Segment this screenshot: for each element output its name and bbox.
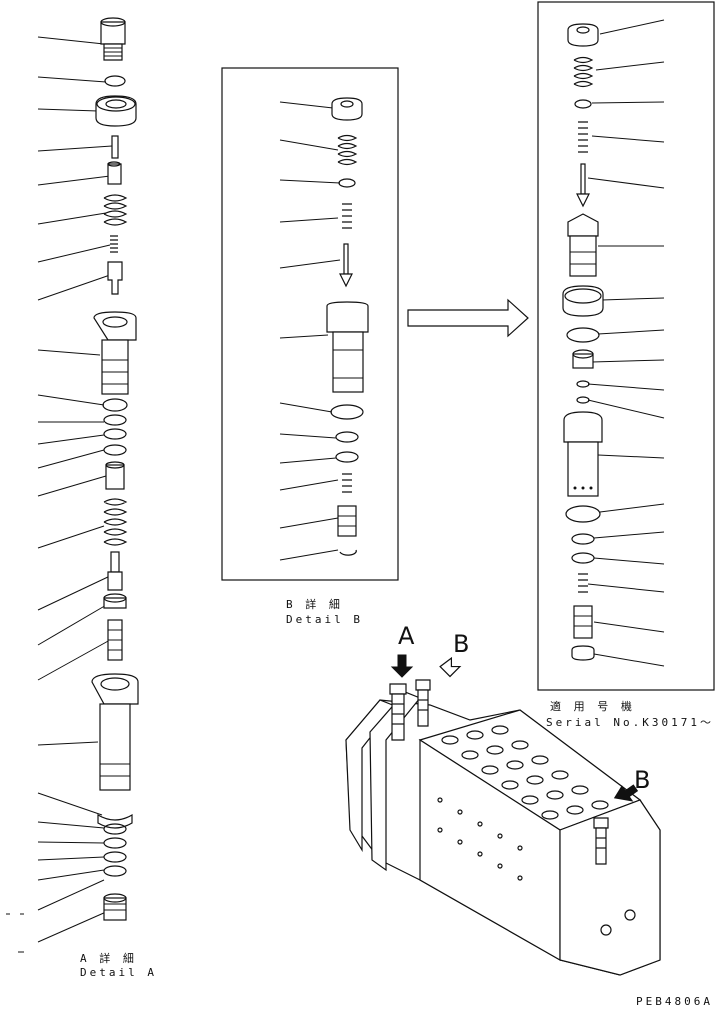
- detail-b-title: B 詳 細: [286, 598, 343, 611]
- transition-arrow: [407, 298, 529, 338]
- arrow-a-icon: [390, 654, 414, 678]
- callout-b2-label: B: [634, 766, 651, 794]
- detail-b-leaders: [279, 101, 341, 561]
- detail-a-caption: Detail A: [80, 966, 157, 979]
- callout-a-label: A: [398, 622, 415, 650]
- serial-title: 適 用 号 機: [550, 700, 635, 713]
- serial-frame: [537, 1, 715, 691]
- serial-leaders: [587, 19, 665, 667]
- serial-caption: Serial No.K30171～: [546, 716, 714, 729]
- arrow-b2-icon: [613, 784, 639, 802]
- callout-b-label: B: [453, 630, 470, 658]
- detail-a-leaders: [6, 36, 113, 953]
- detail-a-title: A 詳 細: [80, 952, 137, 965]
- serial-parts: [562, 23, 604, 661]
- drawing-code: PEB4806A: [636, 995, 713, 1008]
- detail-b-caption: Detail B: [286, 613, 363, 626]
- arrow-b-icon: [439, 656, 462, 678]
- detail-a-parts: [91, 17, 139, 921]
- control-valve-assembly: [345, 679, 661, 976]
- detail-b-frame: [221, 67, 399, 581]
- detail-b-parts: [326, 97, 369, 556]
